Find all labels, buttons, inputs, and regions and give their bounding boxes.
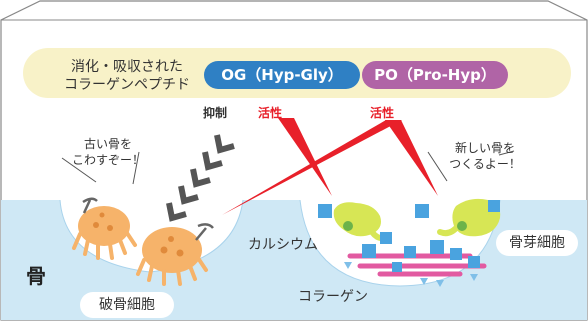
collagen-label: コラーゲン <box>298 289 368 305</box>
speech-left: 古い骨を こわすぞー！ <box>68 136 148 168</box>
speech-right-line-a <box>427 151 448 182</box>
og-pill: OG（Hyp-Gly） <box>204 61 360 89</box>
calcium-small <box>344 262 478 287</box>
speech-right: 新しい骨を つくるよー！ <box>440 140 530 172</box>
peptide-header-line2: コラーゲンペプチド <box>64 77 190 93</box>
osteoblast-left <box>333 202 389 242</box>
calcium-crystals <box>318 200 500 272</box>
speech-right-line1: 新しい骨を <box>454 141 515 155</box>
formation-pit-edge <box>299 199 501 287</box>
bone-label: 骨 <box>26 264 46 288</box>
osteoblast-label: 骨芽細胞 <box>496 230 578 256</box>
po-pill: PO（Pro-Hyp） <box>362 61 508 89</box>
osteoclast-left <box>72 197 137 260</box>
suppress-label: 抑制 <box>203 106 228 120</box>
calcium-label: カルシウム <box>248 237 318 253</box>
speech-left-line1: 古い骨を <box>83 137 132 151</box>
og-activate-osteoblast-arrow <box>278 118 332 196</box>
speech-right-line-b <box>498 150 515 156</box>
speech-left-line-b <box>132 151 140 185</box>
po-activate-osteoclast-arrow <box>222 120 402 215</box>
peptide-header-line1: 消化・吸収された <box>71 59 183 75</box>
speech-right-line2: つくるよー！ <box>449 157 521 171</box>
suppression-arrow <box>166 134 235 222</box>
osteoclast-right <box>136 223 214 286</box>
osteoclast-label: 破骨細胞 <box>80 292 174 318</box>
po-activate-osteoblast-arrow <box>385 120 438 196</box>
activate-label-right: 活性 <box>370 106 395 120</box>
speech-left-line2: こわすぞー！ <box>71 153 144 167</box>
speech-left-line-a <box>61 157 97 183</box>
bone-area <box>1 200 587 320</box>
activate-label-left: 活性 <box>258 106 283 120</box>
peptide-header-label: 消化・吸収された コラーゲンペプチド <box>52 58 202 94</box>
